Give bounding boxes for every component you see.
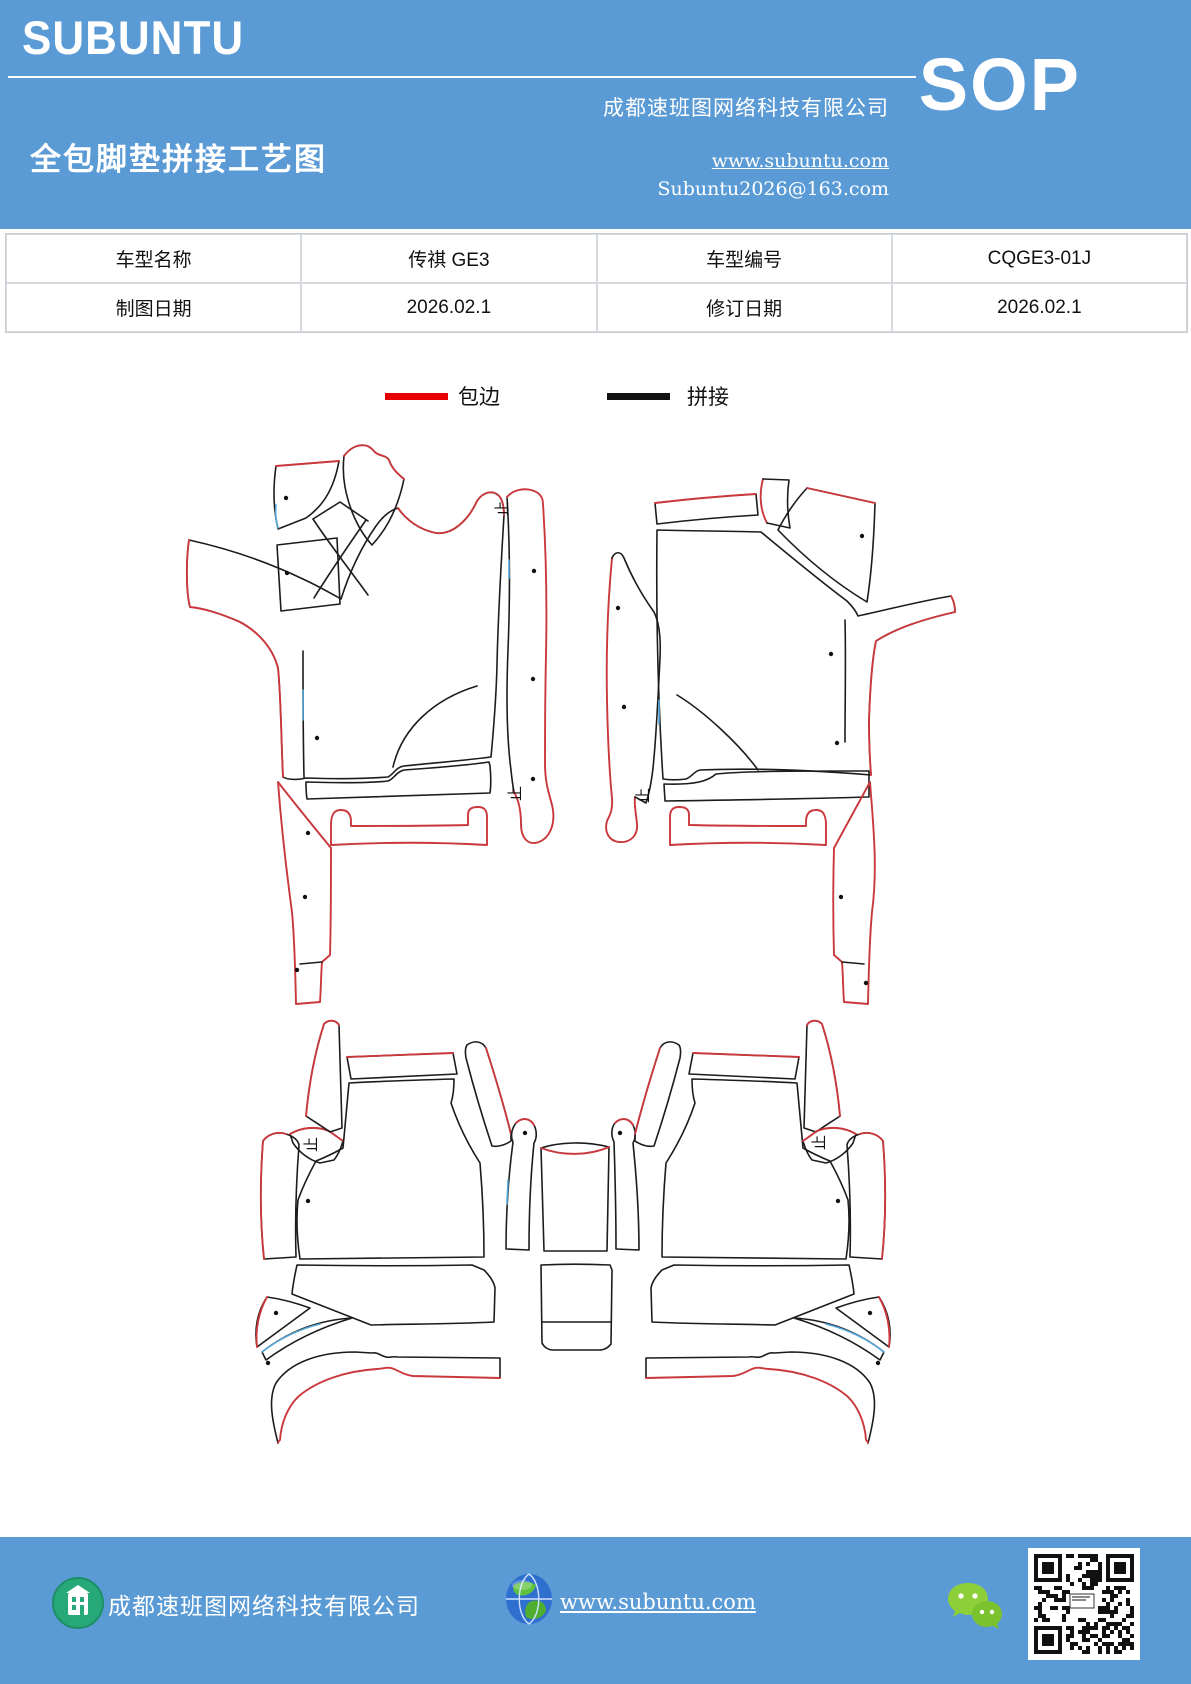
table-label-revise-date: 修订日期 — [596, 283, 892, 332]
page-title: 全包脚垫拼接工艺图 — [30, 142, 327, 177]
table-value-model-code: CQGE3-01J — [891, 234, 1187, 283]
svg-text:止: 止 — [635, 788, 652, 803]
header-divider — [8, 76, 916, 78]
svg-text:止: 止 — [494, 501, 511, 516]
process-diagram: 止止止止止 — [185, 444, 956, 1444]
brand-logo: SUBUNTU — [22, 12, 245, 65]
table-value-draw-date: 2026.02.1 — [301, 283, 597, 332]
sop-label: SOP — [918, 43, 1081, 126]
svg-text:止: 止 — [303, 1137, 320, 1152]
globe-icon — [506, 1573, 552, 1625]
qr-code — [1028, 1548, 1140, 1660]
wechat-icon — [948, 1583, 1002, 1629]
svg-text:止: 止 — [811, 1135, 828, 1150]
footer-company-name: 成都速班图网络科技有限公司 — [108, 1594, 420, 1620]
legend-splice-label: 拼接 — [687, 386, 729, 409]
legend-splice-line-swatch — [607, 393, 670, 400]
header: SUBUNTU 全包脚垫拼接工艺图 成都速班图网络科技有限公司 www.subu… — [0, 0, 1191, 229]
footer-website-link[interactable]: www.subuntu.com — [560, 1590, 756, 1614]
header-website-link[interactable]: www.subuntu.com — [711, 150, 889, 172]
building-icon — [52, 1577, 104, 1629]
table-label-draw-date: 制图日期 — [6, 283, 302, 332]
svg-text:止: 止 — [507, 786, 524, 801]
header-email[interactable]: Subuntu2026@163.com — [657, 178, 889, 200]
header-company-name: 成都速班图网络科技有限公司 — [603, 96, 889, 120]
table-value-revise-date: 2026.02.1 — [891, 283, 1187, 332]
table-value-model-name: 传祺 GE3 — [301, 234, 597, 283]
legend-binding-line-swatch — [385, 393, 448, 400]
table-label-model-name: 车型名称 — [6, 234, 302, 283]
table-label-model-code: 车型编号 — [596, 234, 892, 283]
legend-binding-label: 包边 — [458, 386, 500, 409]
footer: 成都速班图网络科技有限公司 www.subuntu.com — [0, 1537, 1191, 1684]
vehicle-info-table: 车型名称 传祺 GE3 车型编号 CQGE3-01J 制图日期 2026.02.… — [5, 233, 1188, 333]
